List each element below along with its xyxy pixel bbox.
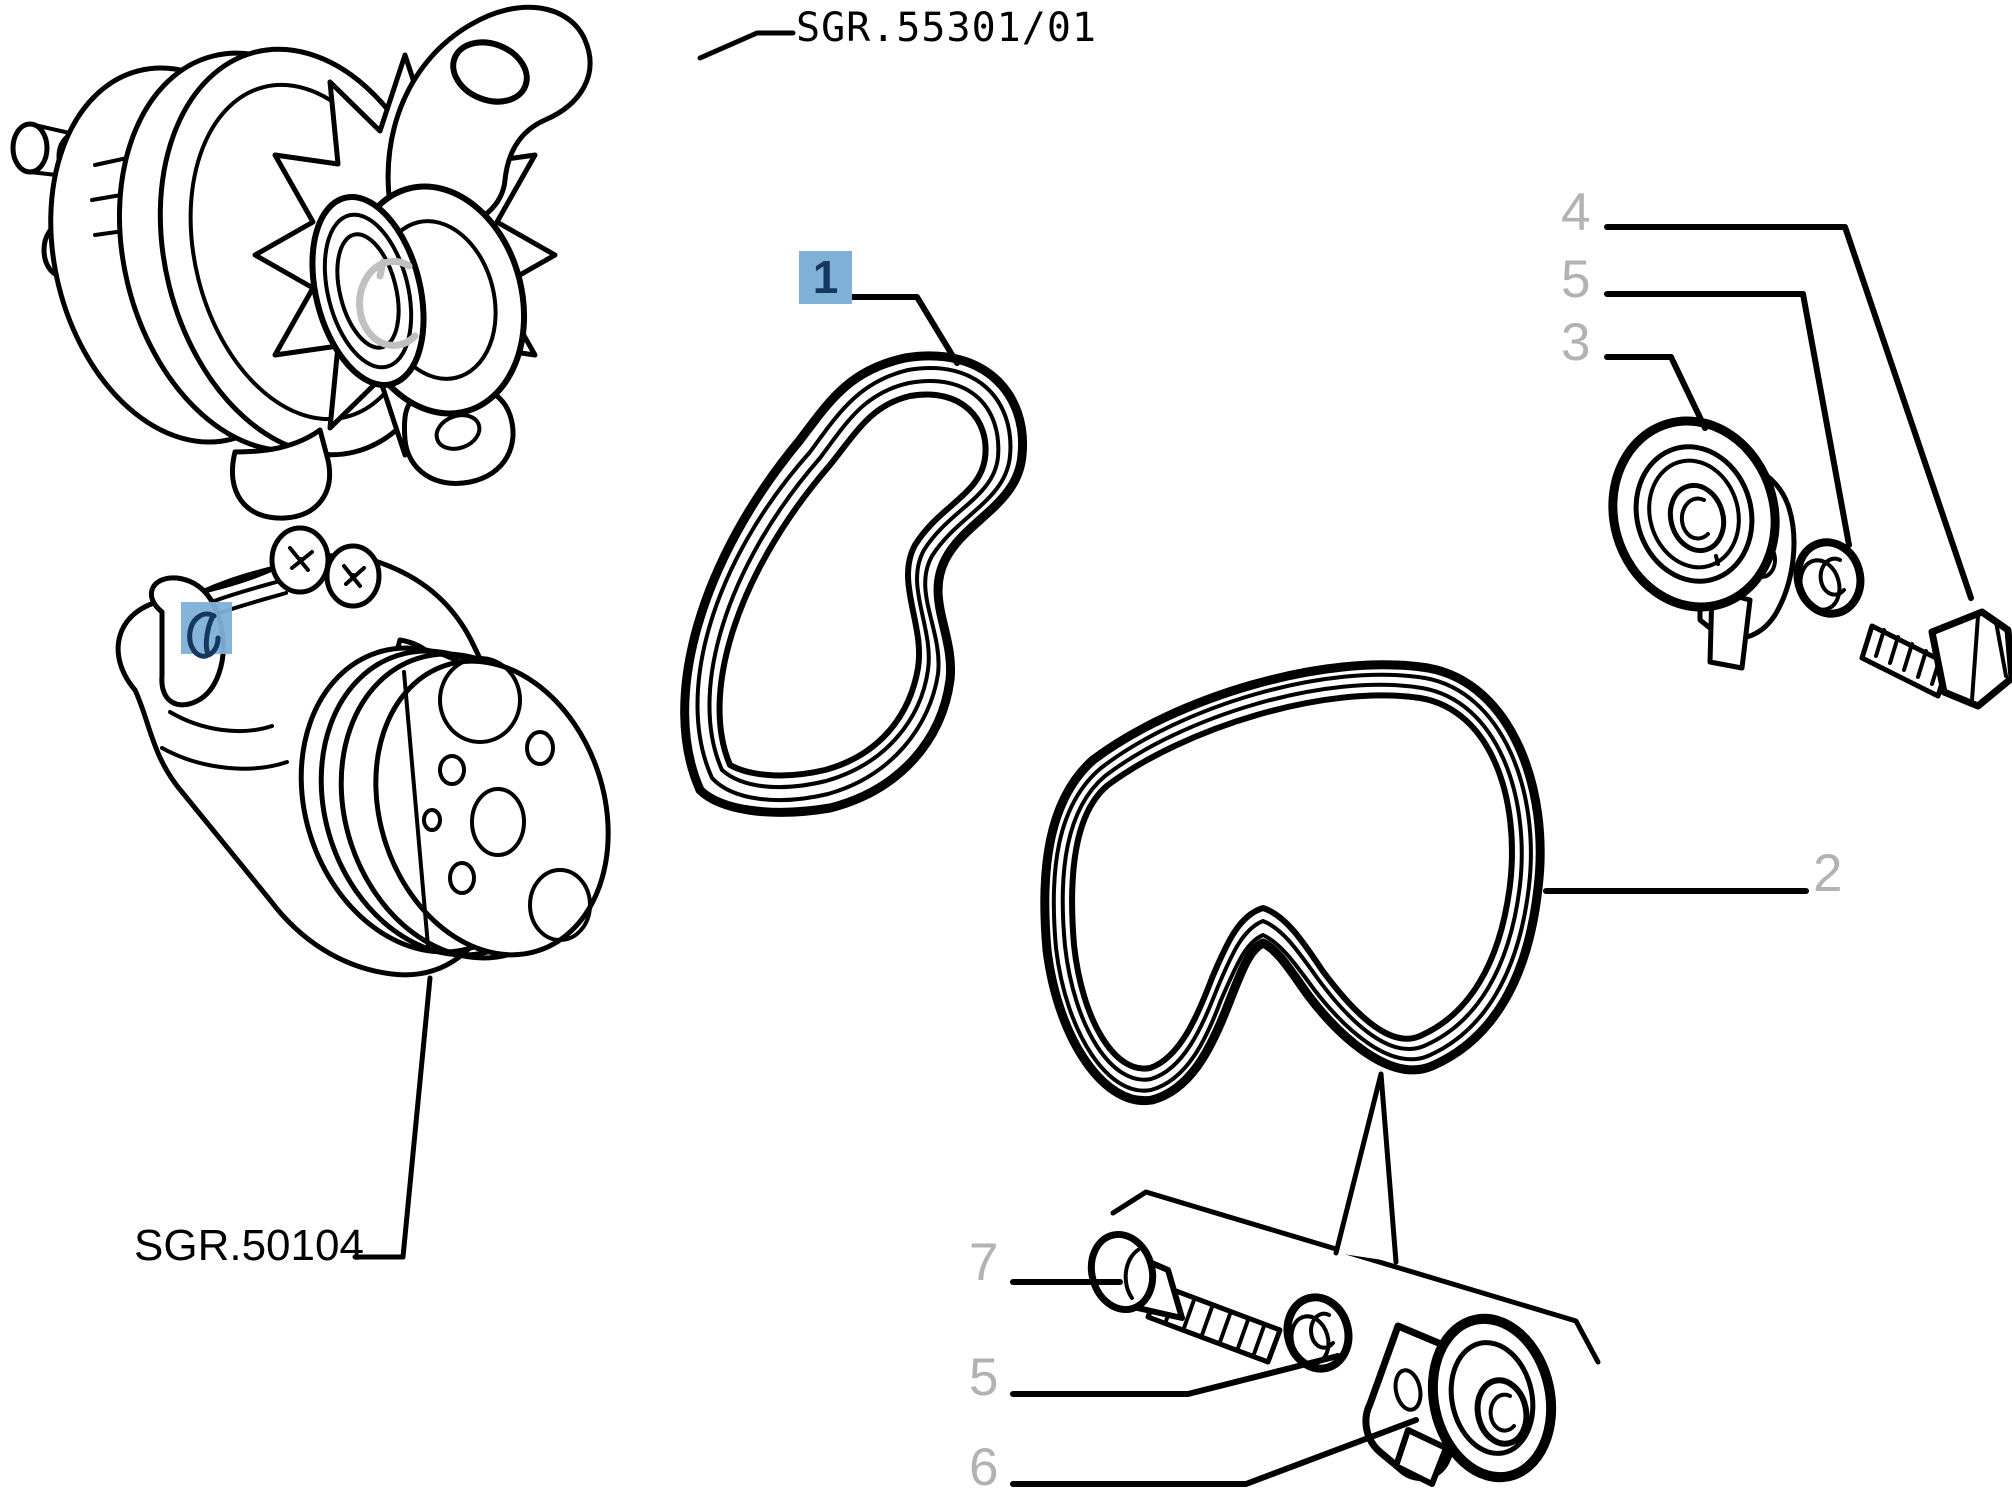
ref-sgr-55301[interactable]: SGR.55301/01 bbox=[796, 5, 1097, 51]
leader-ref-bottom bbox=[352, 975, 433, 1260]
leader-lines bbox=[352, 30, 1974, 1487]
callout-5-top[interactable]: 5 bbox=[1561, 250, 1591, 309]
leader-callout-3 bbox=[1604, 354, 1708, 431]
tensioner-6 bbox=[1362, 1313, 1557, 1487]
ribbed-belt-1 bbox=[680, 351, 1028, 817]
callout-5-bottom[interactable]: 5 bbox=[969, 1348, 999, 1407]
callout-3[interactable]: 3 bbox=[1561, 313, 1591, 372]
serpentine-belt-2 bbox=[1040, 660, 1545, 1106]
leader-callout-5-top bbox=[1604, 291, 1852, 548]
bolt-7 bbox=[1087, 1230, 1283, 1365]
alternator-drawing bbox=[10, 4, 593, 521]
leader-callout-6 bbox=[1010, 1417, 1419, 1487]
ref-sgr-50104[interactable]: SGR.50104 bbox=[134, 1221, 364, 1270]
washer-5-top bbox=[1793, 538, 1865, 618]
callout-4[interactable]: 4 bbox=[1561, 183, 1591, 242]
callout-6[interactable]: 6 bbox=[969, 1438, 999, 1488]
selected-part-marker bbox=[181, 602, 232, 659]
leader-callout-5-bottom bbox=[1010, 1353, 1341, 1397]
washer-5-bottom bbox=[1283, 1293, 1353, 1373]
leader-callout-4 bbox=[1604, 224, 1974, 601]
bolt-4 bbox=[1859, 608, 2012, 710]
callout-2[interactable]: 2 bbox=[1813, 844, 1843, 903]
callout-7[interactable]: 7 bbox=[969, 1233, 999, 1292]
leader-ref-top bbox=[697, 30, 796, 61]
compressor-drawing bbox=[115, 525, 611, 978]
alternator-pulley bbox=[309, 194, 427, 388]
callout-1-selected[interactable]: 1 bbox=[799, 251, 852, 304]
leader-callout-1 bbox=[849, 294, 960, 366]
tensioner-pulley-3 bbox=[1608, 416, 1797, 671]
pointer-wedge bbox=[1336, 1074, 1396, 1262]
